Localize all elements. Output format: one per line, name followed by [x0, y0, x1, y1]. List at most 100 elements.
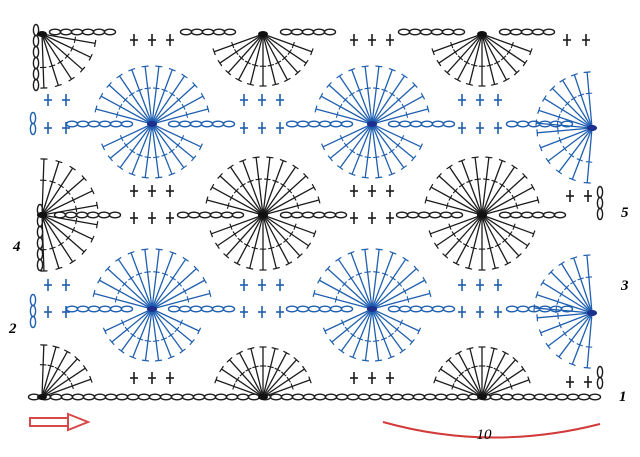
chain-stitch: [577, 393, 591, 401]
double-crochet-stitch: [41, 177, 85, 216]
double-crochet-stitch: [262, 33, 299, 74]
chain-stitch: [423, 393, 437, 401]
turning-chain-right: [596, 365, 604, 390]
chain-stitch: [301, 211, 315, 219]
double-crochet-stitch: [481, 186, 534, 216]
double-crochet-stitch: [536, 294, 593, 314]
fan-center: [477, 212, 487, 218]
chain-stitch: [98, 120, 112, 128]
chain-stitch: [279, 211, 293, 219]
chain-stitch: [170, 393, 184, 401]
double-crochet-stitch: [534, 307, 593, 314]
fan-shell-blue-edge-bottom: [536, 310, 597, 369]
single-crochet-stitch: [276, 94, 284, 106]
double-crochet-stitch: [586, 255, 593, 314]
double-crochet-stitch: [322, 123, 373, 148]
fan-center: [587, 310, 597, 316]
double-crochet-stitch: [560, 263, 593, 314]
fan-shell-blue-edge: [533, 254, 597, 316]
chain-stitch: [417, 211, 431, 219]
double-crochet-stitch: [338, 75, 373, 125]
double-crochet-stitch: [41, 214, 98, 226]
turning-chain-left: [32, 23, 40, 92]
chain-stitch: [181, 393, 195, 401]
single-crochet-stitch: [368, 212, 376, 224]
double-crochet-stitch: [41, 346, 57, 398]
double-crochet-stitch: [242, 160, 264, 216]
chain-stitch: [505, 120, 519, 128]
chain-stitch: [75, 211, 89, 219]
chain-stitch: [93, 393, 107, 401]
double-crochet-stitch: [41, 190, 93, 216]
fan-shell-black-edge: [37, 158, 99, 218]
double-crochet-stitch: [536, 122, 593, 129]
double-crochet-stitch: [324, 308, 373, 332]
chain-stitch: [65, 305, 79, 313]
single-crochet-stitch: [258, 122, 266, 134]
double-crochet-stitch: [262, 157, 271, 216]
double-crochet-stitch: [151, 108, 209, 125]
chain-stitch: [302, 393, 316, 401]
double-crochet-stitch: [371, 268, 417, 310]
double-crochet-stitch: [542, 281, 593, 314]
fan-center: [587, 125, 597, 131]
chain-stitch: [86, 211, 100, 219]
single-crochet-stitch: [44, 94, 52, 106]
fan-shell-black-edge: [37, 344, 93, 400]
double-crochet-stitch: [457, 33, 483, 81]
double-crochet-stitch: [371, 66, 380, 125]
chain-stitch: [408, 28, 422, 36]
chain-stitch: [211, 120, 225, 128]
double-crochet-stitch: [41, 33, 59, 86]
double-crochet-stitch: [468, 214, 483, 269]
double-crochet-stitch: [41, 214, 45, 271]
double-crochet-stitch: [481, 199, 539, 216]
fan-shell-blue-edge-bottom: [536, 125, 597, 184]
chain-stitch: [29, 111, 37, 125]
chain-stitch: [312, 211, 326, 219]
double-crochet-stitch: [537, 127, 593, 134]
chain-row-4: [65, 120, 134, 128]
single-crochet-stitch: [566, 190, 574, 202]
chain-stitch: [387, 305, 401, 313]
double-crochet-stitch: [151, 308, 160, 361]
double-crochet-stitch: [151, 258, 187, 310]
single-crochet-stitch: [458, 279, 466, 291]
double-crochet-stitch: [262, 348, 276, 398]
chain-stitch: [452, 28, 466, 36]
double-crochet-stitch: [117, 258, 153, 310]
chain-stitch: [450, 211, 464, 219]
chain-row-2: [167, 305, 236, 313]
chain-stitch: [412, 393, 426, 401]
double-crochet-stitch: [120, 308, 153, 352]
chain-stitch: [588, 393, 602, 401]
double-crochet-stitch: [371, 252, 394, 310]
chain-row-3: [279, 211, 348, 219]
fan-shell-blue-top: [312, 248, 432, 312]
double-crochet-stitch: [434, 379, 483, 398]
fan-center: [477, 31, 487, 37]
double-crochet-stitch: [151, 123, 185, 169]
double-crochet-stitch: [95, 108, 153, 125]
chain-stitch: [71, 393, 85, 401]
double-crochet-stitch: [538, 109, 593, 129]
double-crochet-stitch: [562, 79, 593, 129]
chain-stitch: [103, 28, 117, 36]
chain-stitch: [560, 120, 574, 128]
chain-stitch: [505, 305, 519, 313]
double-crochet-stitch: [262, 166, 297, 216]
single-crochet-stitch: [458, 306, 466, 318]
row-label-4: 4: [12, 239, 21, 255]
chain-stitch: [498, 211, 512, 219]
double-crochet-stitch: [315, 108, 373, 125]
single-crochet-stitch: [350, 185, 358, 197]
chain-stitch: [445, 393, 459, 401]
single-crochet-stitch: [494, 122, 502, 134]
fan-shell-black-bottom: [428, 212, 536, 271]
single-crochet-stitch: [148, 372, 156, 384]
double-crochet-stitch: [371, 95, 424, 125]
double-crochet-stitch: [151, 66, 160, 125]
double-crochet-stitch: [151, 123, 202, 148]
chain-stitch: [516, 120, 530, 128]
double-crochet-stitch: [586, 127, 593, 183]
